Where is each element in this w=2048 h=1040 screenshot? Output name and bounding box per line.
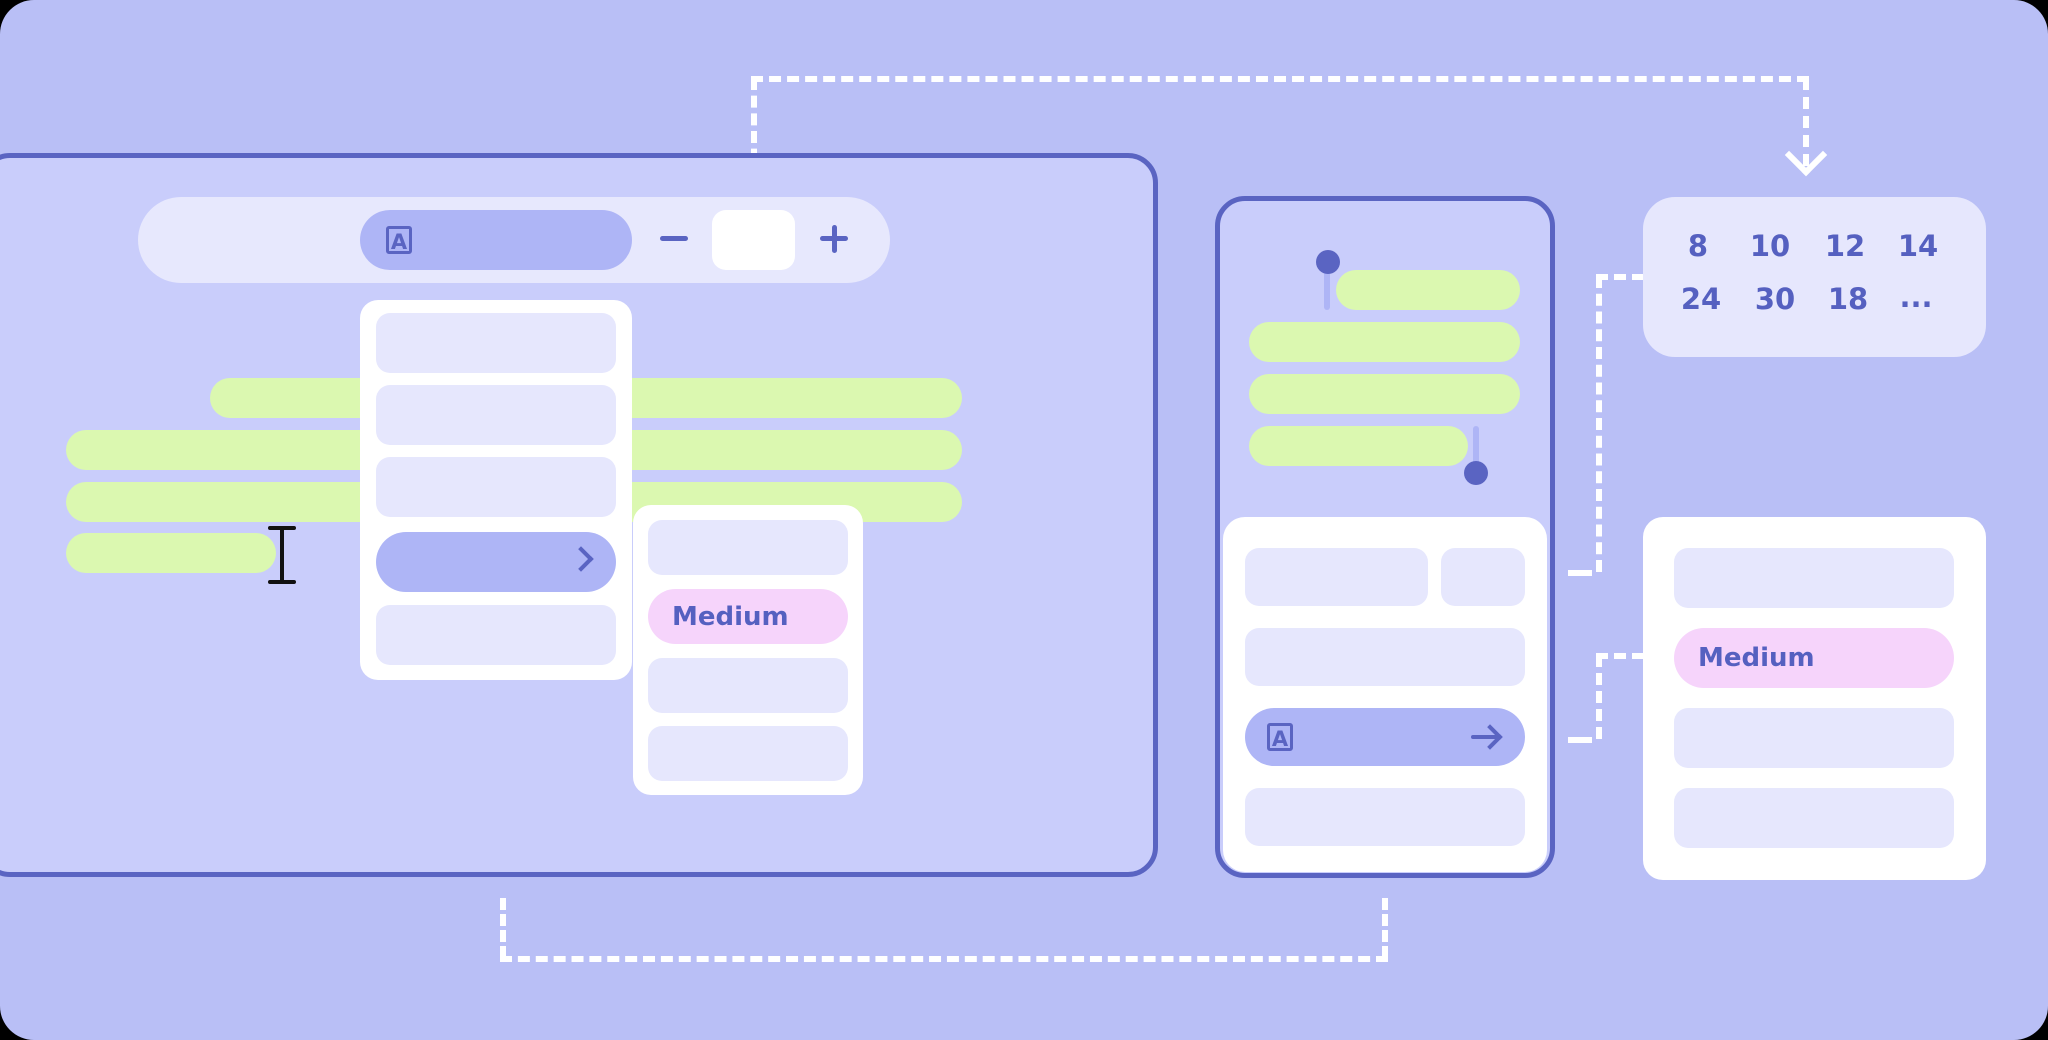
font-weight-panel: Medium — [1643, 517, 1986, 880]
size-option[interactable]: 10 — [1749, 229, 1791, 263]
mobile-selected-line-4 — [1249, 426, 1468, 466]
menu-item[interactable] — [376, 385, 616, 445]
minus-icon[interactable] — [660, 236, 688, 241]
mobile-bottom-sheet: A — [1223, 517, 1547, 872]
connector-bottom-right — [1382, 898, 1388, 958]
text-cursor-base — [268, 580, 296, 584]
sheet-item-small[interactable] — [1441, 548, 1525, 606]
size-option[interactable]: 30 — [1754, 282, 1796, 316]
weight-item-medium[interactable]: Medium — [1674, 628, 1954, 688]
sheet-item[interactable] — [1245, 548, 1428, 606]
size-option[interactable]: 18 — [1827, 282, 1869, 316]
selected-text-line-4 — [66, 533, 276, 573]
submenu-item[interactable] — [648, 726, 848, 781]
menu-item[interactable] — [376, 605, 616, 665]
more-sizes[interactable]: ... — [1899, 280, 1933, 314]
connector-phone-weight-vertical — [1596, 655, 1602, 739]
arrow-right-head — [1477, 724, 1503, 750]
connector-bottom — [500, 956, 1388, 962]
size-option[interactable]: 14 — [1897, 229, 1939, 263]
chevron-right-icon — [568, 546, 594, 572]
menu-item[interactable] — [376, 313, 616, 373]
menu-item[interactable] — [376, 457, 616, 517]
text-cursor-stem — [280, 530, 284, 580]
medium-label: Medium — [672, 601, 789, 632]
connector-phone-weight-top — [1596, 653, 1644, 659]
arrow-right-icon — [1471, 735, 1499, 739]
connector-phone-size-top — [1596, 274, 1644, 280]
connector-phone-size-stub — [1568, 570, 1592, 576]
text-cursor-icon — [268, 526, 296, 530]
medium-label: Medium — [1698, 643, 1815, 673]
weight-item[interactable] — [1674, 548, 1954, 608]
font-style-icon: A — [386, 226, 412, 254]
sheet-item[interactable] — [1245, 788, 1525, 846]
sheet-item[interactable] — [1245, 628, 1525, 686]
menu-item-active[interactable] — [376, 532, 616, 592]
submenu-item[interactable] — [648, 658, 848, 713]
font-action-button[interactable]: A — [1245, 708, 1525, 766]
connector-size-top — [751, 76, 1809, 82]
font-weight-submenu: Medium — [633, 505, 863, 795]
font-dropdown-button[interactable]: A — [360, 210, 632, 270]
submenu-item-medium[interactable]: Medium — [648, 589, 848, 644]
size-option[interactable]: 12 — [1824, 229, 1866, 263]
connector-size-up — [751, 78, 757, 196]
connector-size-down — [1803, 78, 1809, 166]
connector-bottom-left — [500, 898, 506, 958]
connector-phone-weight-stub — [1568, 737, 1592, 743]
selection-end-handle[interactable] — [1464, 461, 1488, 485]
selection-end-stem — [1473, 426, 1479, 468]
font-dropdown-menu — [360, 300, 632, 680]
submenu-item[interactable] — [648, 520, 848, 575]
font-size-input[interactable] — [712, 210, 795, 270]
font-style-icon: A — [1267, 723, 1293, 751]
size-option[interactable]: 8 — [1687, 229, 1709, 263]
weight-item[interactable] — [1674, 788, 1954, 848]
font-size-panel: 8 10 12 14 24 30 18 ... — [1643, 197, 1986, 357]
connector-phone-size-vertical — [1596, 276, 1602, 572]
mobile-selected-line-2 — [1249, 322, 1520, 362]
arrow-down-icon — [1784, 133, 1828, 177]
mobile-selected-line-3 — [1249, 374, 1520, 414]
selection-start-stem — [1324, 270, 1330, 310]
weight-item[interactable] — [1674, 708, 1954, 768]
mobile-selected-line-1 — [1336, 270, 1520, 310]
selection-start-handle[interactable] — [1316, 250, 1340, 274]
size-option[interactable]: 24 — [1680, 282, 1722, 316]
plus-icon-vertical[interactable] — [832, 225, 837, 253]
